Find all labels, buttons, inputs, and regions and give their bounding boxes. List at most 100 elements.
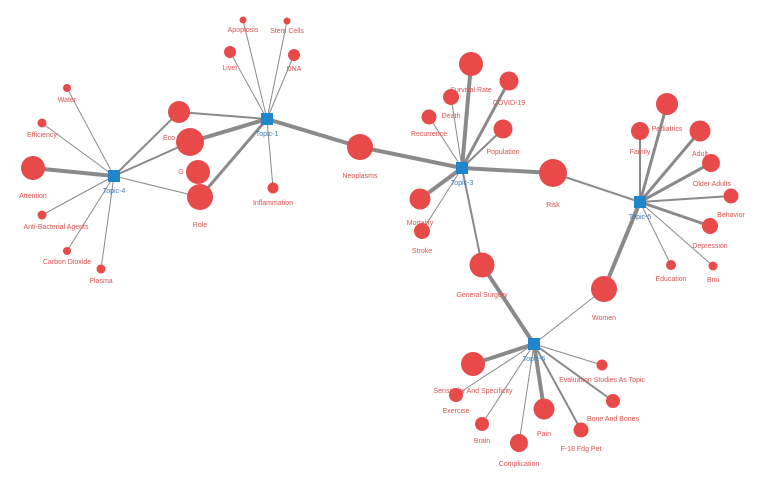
edge-t5-pediatrics [638, 103, 669, 203]
term-label-inflammation: Inflammation [253, 200, 293, 207]
node-layer [21, 16, 739, 452]
edge-t5-education [639, 201, 672, 266]
term-label-recurrence: Recurrence [411, 131, 447, 138]
term-node-attention[interactable] [21, 156, 45, 180]
term-node-adult[interactable] [689, 120, 711, 142]
term-node-eco[interactable] [168, 101, 190, 123]
topic-label-t3: Topic-3 [451, 180, 474, 187]
term-node-neoplasms[interactable] [347, 134, 373, 160]
term-node-risk[interactable] [539, 159, 567, 187]
edge-t6-brain [481, 343, 535, 425]
term-node-role-cluster[interactable] [186, 160, 210, 184]
term-label-gensurg: General Surgery [456, 292, 508, 299]
term-label-pain: Pain [537, 431, 551, 438]
term-node-survival[interactable] [459, 52, 483, 76]
term-node-g[interactable] [176, 128, 204, 156]
edge-t4-plasma [100, 175, 115, 270]
term-label-bmi: Bmi [707, 277, 720, 284]
term-node-gensurg[interactable] [469, 252, 495, 278]
edge-t6-f18 [533, 343, 582, 431]
term-node-liver[interactable] [224, 46, 236, 58]
term-node-antibac[interactable] [37, 210, 47, 220]
term-label-boneandbones: Bone And Bones [587, 416, 640, 423]
term-label-stroke: Stroke [412, 248, 432, 255]
edge-t1-apoptosis [242, 19, 268, 120]
term-label-risk: Risk [546, 202, 560, 209]
topic-label-t5: Topic-5 [629, 214, 652, 221]
term-node-exercise[interactable] [449, 388, 463, 402]
edge-t5-olderadults [639, 161, 712, 204]
term-node-co2[interactable] [63, 247, 71, 255]
term-label-pediatrics: Pediatrics [652, 126, 683, 133]
topic-node-t6[interactable] [528, 338, 540, 350]
edge-t1-dna [266, 54, 295, 120]
term-node-death[interactable] [443, 89, 459, 105]
edge-t5-adult [638, 130, 702, 203]
term-node-behavior[interactable] [723, 188, 739, 204]
term-label-antibac: Anti-Bacterial Agents [24, 224, 89, 231]
term-node-inflammation[interactable] [267, 182, 279, 194]
term-label-role: Role [193, 222, 208, 229]
edge-t3-survival [460, 63, 473, 169]
edge-t1-neoplasms [266, 117, 361, 149]
term-node-evaluation[interactable] [596, 359, 608, 371]
term-label-plasma: Plasma [89, 278, 112, 285]
topic-node-t1[interactable] [261, 113, 273, 125]
term-node-complication[interactable] [510, 434, 528, 452]
term-node-covid[interactable] [499, 71, 519, 91]
term-node-dna[interactable] [288, 49, 300, 61]
term-node-boneandbones[interactable] [606, 394, 620, 408]
term-node-bmi[interactable] [708, 261, 718, 271]
edge-t1-role [198, 118, 269, 198]
topic-label-t1: Topic-1 [256, 131, 279, 138]
term-label-eco: Eco [163, 135, 175, 142]
term-label-apoptosis: Apoptosis [228, 27, 259, 34]
topic-node-t5[interactable] [634, 196, 646, 208]
term-node-olderadults[interactable] [702, 154, 720, 172]
term-node-education[interactable] [666, 260, 676, 270]
term-label-covid: COVID-19 [493, 100, 525, 107]
term-node-women[interactable] [591, 276, 617, 302]
term-label-death: Death [442, 113, 461, 120]
term-node-water[interactable] [63, 84, 71, 92]
term-node-plasma[interactable] [96, 264, 106, 274]
edge-t4-co2 [66, 175, 115, 252]
term-node-role[interactable] [187, 184, 213, 210]
term-node-depression[interactable] [702, 218, 718, 234]
term-label-evaluation: Evaluation Studies As Topic [559, 377, 645, 384]
edge-t1-liver [229, 51, 268, 120]
term-node-population[interactable] [493, 119, 513, 139]
term-node-stemcells[interactable] [283, 17, 291, 25]
edge-t3-stroke [421, 167, 463, 232]
term-node-sensitivity[interactable] [461, 352, 485, 376]
edge-t3-recurrence [428, 116, 463, 169]
term-node-efficiency[interactable] [37, 118, 47, 128]
term-label-sensitivity: Sensitivity And Specificity [434, 388, 513, 395]
edge-t6-gensurg [480, 263, 536, 346]
term-label-dna: DNA [287, 66, 302, 73]
term-node-mortality[interactable] [409, 188, 431, 210]
edge-t6-women [533, 288, 605, 345]
edge-t4-role [113, 175, 201, 198]
term-label-liver: Liver [222, 65, 238, 72]
term-label-depression: Depression [692, 243, 728, 250]
term-node-stroke[interactable] [414, 223, 430, 239]
topic-node-t4[interactable] [108, 170, 120, 182]
term-node-pain[interactable] [533, 398, 555, 420]
edge-t4-water [66, 87, 115, 177]
term-node-f18[interactable] [573, 422, 589, 438]
edge-t5-risk [552, 172, 641, 203]
term-node-brain[interactable] [475, 417, 489, 431]
term-node-recurrence[interactable] [421, 109, 437, 125]
term-label-co2: Carbon Dioxide [43, 259, 91, 266]
edge-t1-inflammation [266, 118, 274, 189]
edge-t3-risk [461, 166, 554, 175]
topic-node-t3[interactable] [456, 162, 468, 174]
edge-t4-antibac [41, 175, 115, 216]
term-node-pediatrics[interactable] [656, 93, 678, 115]
term-node-apoptosis[interactable] [239, 16, 247, 24]
edge-t3-gensurg [461, 167, 483, 266]
term-node-family[interactable] [631, 122, 649, 140]
